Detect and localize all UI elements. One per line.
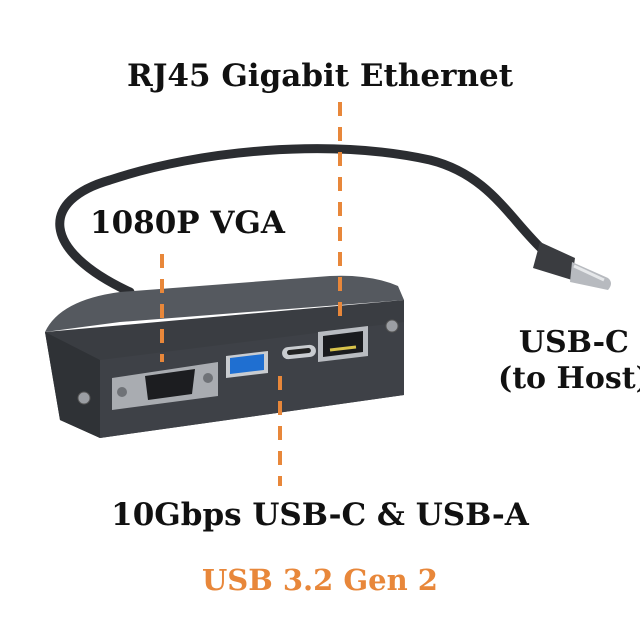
vga-port bbox=[112, 362, 218, 410]
usb-spec-label: USB 3.2 Gen 2 bbox=[202, 563, 438, 597]
usb-c-host-line1: USB-C bbox=[518, 325, 629, 360]
screw-left bbox=[77, 391, 91, 405]
usb-c-connector bbox=[533, 242, 611, 290]
usb-c-host-label: USB-C (to Host) bbox=[498, 325, 640, 397]
ethernet-label: RJ45 Gigabit Ethernet bbox=[126, 58, 514, 94]
rj45-port bbox=[318, 326, 368, 362]
screw-right bbox=[385, 319, 399, 333]
usb-c-host-line2: (to Host) bbox=[498, 361, 640, 396]
usb-ports-label: 10Gbps USB-C & USB-A bbox=[111, 497, 529, 533]
vga-label: 1080P VGA bbox=[90, 205, 285, 241]
usb-c-port bbox=[282, 344, 316, 360]
usb-a-port bbox=[226, 351, 268, 378]
usb-c-cable bbox=[55, 144, 550, 297]
